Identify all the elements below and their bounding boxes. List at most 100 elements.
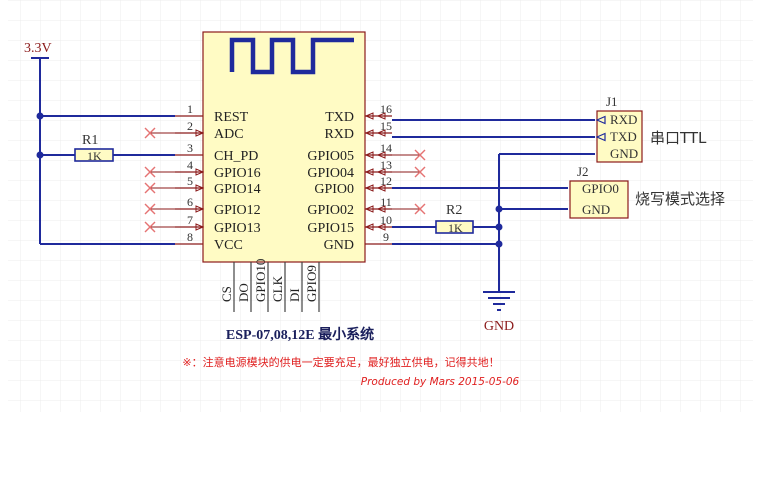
connector-j1: J1 RXD TXD GND 串口TTL (595, 94, 707, 163)
r1-value: 1K (87, 149, 102, 163)
pin-number: 3 (187, 141, 193, 155)
pin-number: 4 (187, 158, 193, 172)
pin-name: GPIO14 (214, 182, 261, 197)
schematic-title: ESP-07,08,12E 最小系统 (226, 326, 374, 343)
j1-ref: J1 (606, 94, 618, 109)
sheet-grid (8, 0, 753, 412)
pin-name: TXD (325, 110, 354, 125)
pin-left-3: 3CH_PD (175, 141, 258, 164)
no-connect-icon (144, 166, 156, 178)
pin-name: GPIO12 (214, 203, 261, 218)
pin-number: 12 (380, 174, 392, 188)
pin-name: GPIO16 (214, 166, 261, 181)
no-connect-icon (414, 149, 426, 161)
pin-name: GPIO15 (307, 221, 354, 236)
r1-ref: R1 (82, 133, 98, 148)
pin-number: 11 (380, 195, 392, 209)
bottom-pin-label: DI (287, 288, 302, 302)
pin-name: ADC (214, 127, 244, 142)
resistor-r1: R1 1K (74, 133, 114, 163)
no-connect-icon (144, 221, 156, 233)
resistor-r2: R2 1K (435, 203, 474, 235)
pin-bottom: DO (236, 262, 252, 312)
bottom-pin-label: DO (236, 283, 251, 302)
bottom-pin-label: GPIO9 (304, 265, 319, 302)
junction-dot (36, 112, 44, 120)
no-connect-icon (144, 203, 156, 215)
pin-name: REST (214, 110, 249, 125)
pin-number: 10 (380, 213, 392, 227)
pin-name: CH_PD (214, 149, 258, 164)
vcc-supply-symbol: 3.3V (24, 41, 52, 72)
right-wires (392, 119, 595, 292)
j2-ref: J2 (577, 164, 589, 179)
pin-bottom: DI (287, 262, 303, 312)
junction-dot (495, 205, 503, 213)
junction-dot (495, 240, 503, 248)
bottom-pin-label: CS (219, 286, 234, 302)
j2-caption: 烧写模式选择 (635, 190, 725, 208)
bottom-pin-label: GPIO10 (253, 259, 268, 302)
j1-caption: 串口TTL (650, 129, 707, 147)
pin-number: 5 (187, 174, 193, 188)
pin-name: GPIO0 (314, 182, 354, 197)
pin-name: RXD (324, 127, 354, 142)
pin-bottom: CS (219, 262, 235, 312)
pin-name: GPIO02 (307, 203, 354, 218)
pin-number: 7 (187, 213, 193, 227)
pin-name: GPIO04 (307, 166, 354, 181)
pin-bottom: GPIO10 (253, 259, 269, 312)
j1-pin-txd: TXD (610, 129, 637, 144)
pin-number: 9 (383, 230, 389, 244)
pin-number: 2 (187, 119, 193, 133)
pin-name: VCC (214, 238, 243, 253)
r2-value: 1K (448, 221, 463, 235)
pin-number: 8 (187, 230, 193, 244)
pin-bottom: GPIO9 (304, 262, 320, 312)
pin-name: GND (324, 238, 354, 253)
left-pin-group: 1REST2ADC3CH_PD4GPIO165GPIO146GPIO127GPI… (144, 102, 261, 253)
connector-j2: J2 GPIO0 GND 烧写模式选择 (569, 164, 725, 219)
no-connect-icon (144, 182, 156, 194)
j2-pin-gpio0: GPIO0 (582, 181, 619, 196)
r2-ref: R2 (446, 203, 462, 218)
pin-name: GPIO13 (214, 221, 261, 236)
pin-number: 15 (380, 119, 392, 133)
junction-dot (36, 151, 44, 159)
credit-line: Produced by Mars 2015-05-06 (361, 376, 520, 388)
power-note: ※：注意电源模块的供电一定要充足，最好独立供电，记得共地！ (182, 355, 499, 369)
pin-bottom: CLK (270, 262, 286, 312)
antenna-trace-icon (229, 37, 354, 75)
pin-number: 1 (187, 102, 193, 116)
no-connect-icon (414, 203, 426, 215)
j1-pin-gnd: GND (610, 146, 638, 161)
pin-name: GPIO05 (307, 149, 354, 164)
junction-dot (495, 223, 503, 231)
j2-pin-gnd: GND (582, 202, 610, 217)
j1-pin-rxd: RXD (610, 112, 637, 127)
supply-label: 3.3V (24, 41, 52, 56)
pin-number: 14 (380, 141, 392, 155)
bottom-pin-label: CLK (270, 275, 285, 302)
pin-number: 16 (380, 102, 392, 116)
pin-number: 6 (187, 195, 193, 209)
